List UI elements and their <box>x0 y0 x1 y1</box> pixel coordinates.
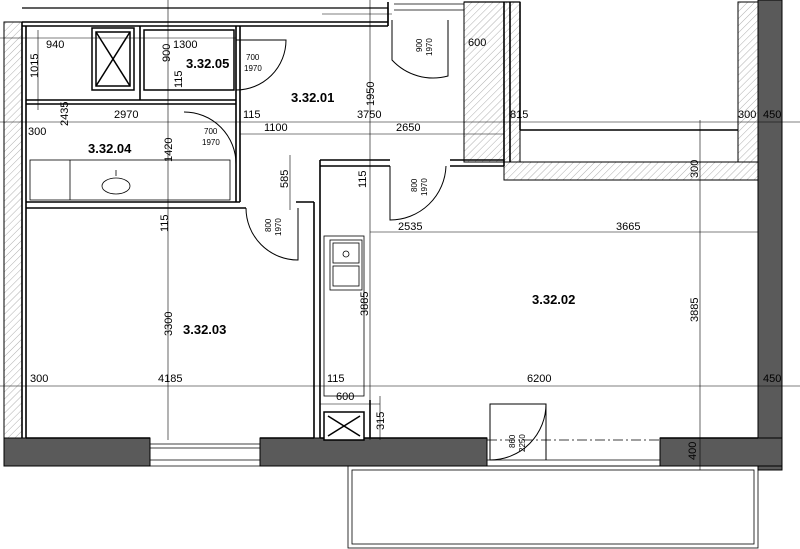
dimension-lines <box>0 0 800 470</box>
wall-bottom-middle <box>259 437 488 467</box>
hatch-top-right <box>463 1 521 163</box>
wall-right-exterior <box>757 0 783 471</box>
dim-300-a: 300 <box>738 109 756 121</box>
door-entry-height: 1970 <box>425 38 434 56</box>
door-03-width: 800 <box>264 218 273 232</box>
dim-940: 940 <box>46 39 64 51</box>
dim-1950: 1950 <box>365 82 377 106</box>
dimension-labels: 940 1300 600 2970 115 3750 815 300 450 3… <box>28 37 781 460</box>
dim-315: 315 <box>375 412 387 430</box>
dim-600-b: 600 <box>336 391 354 403</box>
door-balcony-height: 2250 <box>518 434 527 452</box>
dim-3750: 3750 <box>357 109 381 121</box>
dim-3665: 3665 <box>616 221 640 233</box>
dim-115-c: 115 <box>357 170 369 188</box>
kitchen-counter <box>323 235 365 397</box>
dim-585: 585 <box>279 170 291 188</box>
dim-3300: 3300 <box>163 312 175 336</box>
dim-115-d: 115 <box>159 214 171 232</box>
dim-115-a: 115 <box>173 70 185 88</box>
door-kitchen-height: 1970 <box>420 178 429 196</box>
room-labels: 3.32.01 3.32.02 3.32.03 3.32.04 3.32.05 <box>88 56 575 337</box>
room-label-3-32-03: 3.32.03 <box>183 322 226 337</box>
balcony <box>150 459 759 549</box>
door-labels: 700 1970 700 1970 900 1970 800 1970 800 … <box>202 38 527 452</box>
dim-1300: 1300 <box>173 39 197 51</box>
top-wall <box>22 1 520 26</box>
dim-4185: 4185 <box>158 373 182 385</box>
dim-300-d: 300 <box>30 373 48 385</box>
hatch-column <box>737 1 759 163</box>
hatch-right-band <box>503 161 759 181</box>
dim-600-top: 600 <box>468 37 486 49</box>
dim-300-b: 300 <box>28 126 46 138</box>
wall-bottom-left <box>3 437 151 467</box>
dim-2435: 2435 <box>59 102 71 126</box>
dim-3885-b: 3885 <box>689 298 701 322</box>
door-entry-width: 900 <box>415 38 424 52</box>
window-openings <box>150 3 660 449</box>
wall-bottom-right <box>659 437 783 467</box>
dim-1420: 1420 <box>163 138 175 162</box>
door-05-width: 700 <box>246 53 260 62</box>
door-arc-05 <box>235 39 287 91</box>
dim-115-e: 115 <box>327 373 345 385</box>
dim-300-c: 300 <box>689 160 701 178</box>
door-04-height: 1970 <box>202 138 220 147</box>
dim-1100: 1100 <box>264 122 288 134</box>
door-balcony-width: 860 <box>508 434 517 448</box>
dim-400: 400 <box>687 442 699 460</box>
room-label-3-32-04: 3.32.04 <box>88 141 132 156</box>
fixtures <box>29 159 365 397</box>
room-label-3-32-02: 3.32.02 <box>532 292 575 307</box>
door-04-width: 700 <box>204 127 218 136</box>
dim-1015: 1015 <box>29 54 41 78</box>
shafts <box>91 27 365 441</box>
dim-2535: 2535 <box>398 221 422 233</box>
dim-6200: 6200 <box>527 373 551 385</box>
dim-450-a: 450 <box>763 109 781 121</box>
kitchen-sink <box>329 239 363 291</box>
door-05-height: 1970 <box>244 64 262 73</box>
doors <box>183 20 547 461</box>
door-03-height: 1970 <box>274 218 283 236</box>
door-arc-kitchen <box>389 165 447 221</box>
dim-2970: 2970 <box>114 109 138 121</box>
door-kitchen-width: 800 <box>410 178 419 192</box>
dim-2650: 2650 <box>396 122 420 134</box>
dim-115-b: 115 <box>243 109 261 121</box>
bathroom-sink <box>29 159 231 201</box>
dim-3885-a: 3885 <box>359 292 371 316</box>
dim-815: 815 <box>510 109 528 121</box>
room-label-3-32-01: 3.32.01 <box>291 90 334 105</box>
door-arc-entry <box>391 20 449 79</box>
hatch-left <box>3 21 23 439</box>
shaft-2 <box>143 29 235 91</box>
door-arc-04 <box>183 111 237 165</box>
dim-900: 900 <box>161 44 173 62</box>
room-label-3-32-05: 3.32.05 <box>186 56 229 71</box>
door-arc-03 <box>245 207 299 261</box>
dim-450-b: 450 <box>763 373 781 385</box>
